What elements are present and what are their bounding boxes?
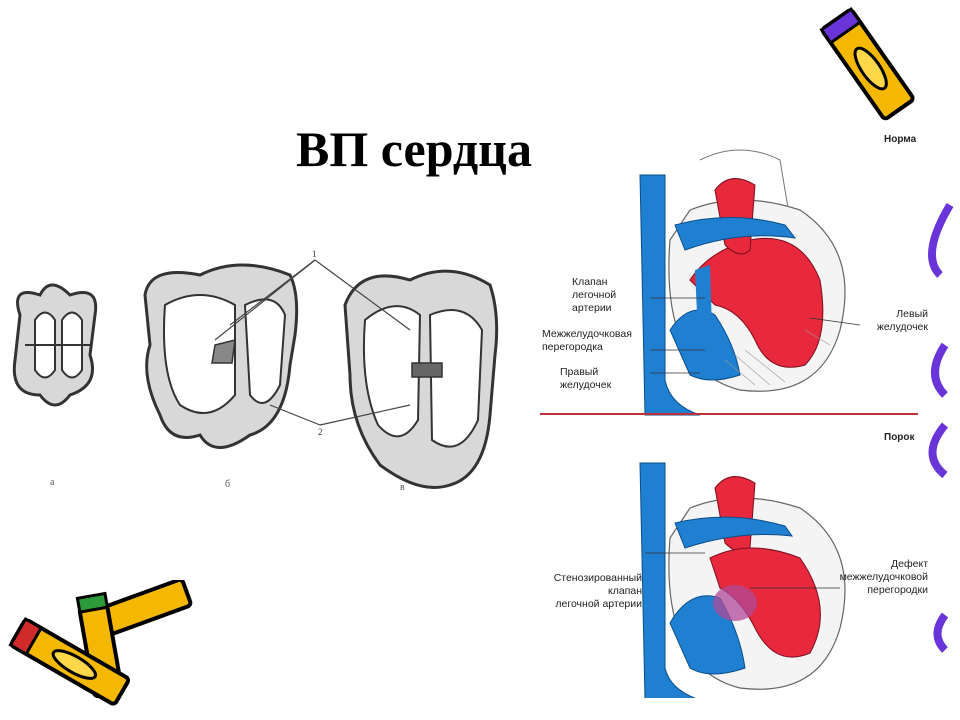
embryo-pointer-mark: 2 [318, 427, 323, 437]
crayon-icon [8, 616, 130, 706]
heart-normal-illustration [639, 149, 861, 416]
embryo-panel-mark: а [50, 477, 55, 488]
right-ventricle-callout: Правый желудочек [560, 366, 612, 391]
valve-callout: Клапан легочной артерии [572, 276, 617, 314]
embryo-panel-mark: б [225, 479, 230, 490]
crayon-icon [819, 6, 915, 121]
crayon-icon [928, 202, 954, 653]
embryo-pointer-mark: 1 [312, 249, 317, 259]
left-ventricle-callout: Левый желудочек [876, 308, 928, 333]
heart-normal-label: Норма [884, 134, 917, 145]
heart-defect-label: Порок [884, 432, 915, 443]
septal-defect-callout: Дефект межжелудочковой перегородки [839, 558, 928, 596]
septum-callout: Межжелудочковая перегородка [542, 328, 632, 353]
mixed-blood-region [713, 585, 757, 621]
stenotic-valve-callout: Стенозированный клапан легочной артерии [553, 572, 642, 610]
heart-defect-illustration [639, 462, 846, 698]
heart-diagram: Норма Клапан легочной артерии Межжелудоч… [540, 130, 932, 698]
slide-title: ВП сердца [296, 121, 532, 177]
embryo-panel-mark: в [400, 482, 405, 493]
heart-embryology-figure: 1 2 а б в [12, 249, 499, 493]
